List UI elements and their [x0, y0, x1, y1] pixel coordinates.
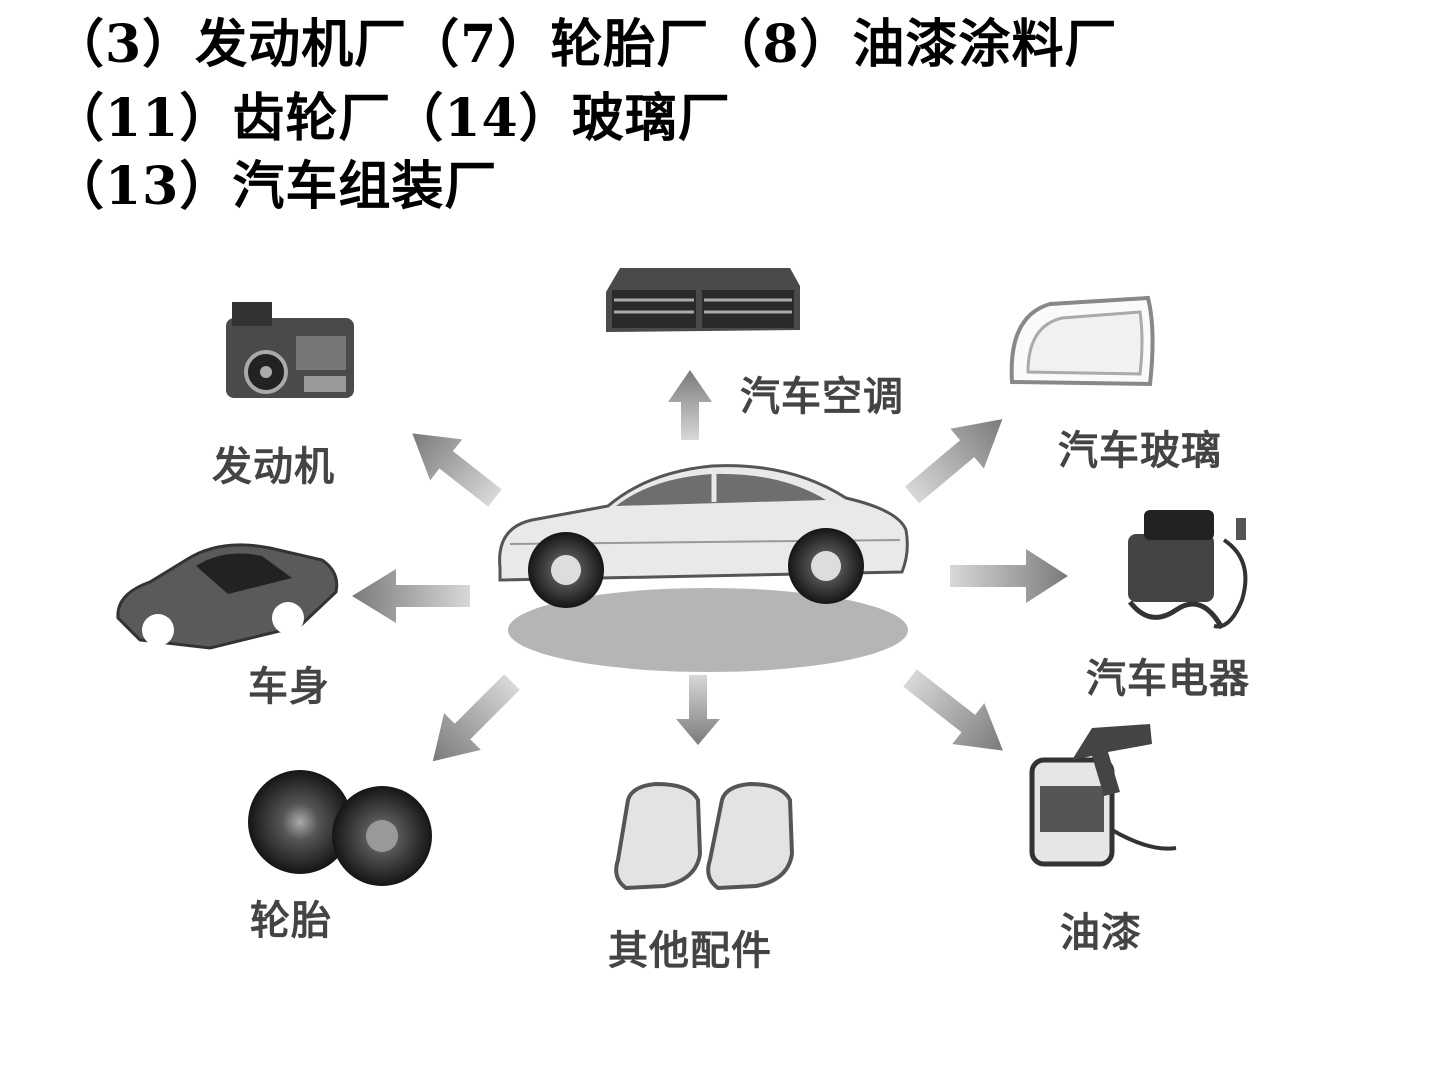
arrow-to-body	[352, 569, 470, 623]
heading-line-1: （3）发动机厂（7）轮胎厂（8）油漆涂料厂	[52, 14, 1118, 75]
arrow-to-paint	[903, 669, 1003, 751]
label-body: 车身	[248, 663, 330, 710]
windshield-glass-icon	[1009, 295, 1155, 387]
label-glass: 汽车玻璃	[1058, 427, 1222, 474]
electrical-appliance-icon	[1128, 510, 1248, 630]
label-engine: 发动机	[212, 443, 335, 490]
label-other-parts: 其他配件	[608, 927, 772, 974]
car-body-icon	[116, 543, 339, 650]
arrow-to-engine	[412, 433, 502, 507]
heading-line-2: （11）齿轮厂（14）玻璃厂	[52, 88, 731, 149]
tires-icon	[248, 770, 432, 886]
engine-icon	[226, 302, 354, 398]
air-conditioner-icon	[606, 268, 800, 332]
heading-line-3: （13）汽车组装厂	[52, 156, 498, 217]
arrow-to-glass	[904, 419, 1003, 504]
arrow-to-air-conditioner	[668, 370, 712, 440]
car-icon	[498, 464, 909, 672]
arrow-to-tires	[432, 674, 520, 762]
label-air-conditioner: 汽车空调	[740, 373, 904, 420]
car-seats-icon	[614, 781, 795, 891]
arrow-to-seats	[676, 675, 720, 745]
paint-spray-icon	[1029, 724, 1177, 867]
label-paint: 油漆	[1060, 909, 1142, 956]
arrow-to-electrical	[950, 549, 1068, 603]
label-tires: 轮胎	[250, 897, 332, 944]
label-electrical: 汽车电器	[1086, 655, 1250, 702]
